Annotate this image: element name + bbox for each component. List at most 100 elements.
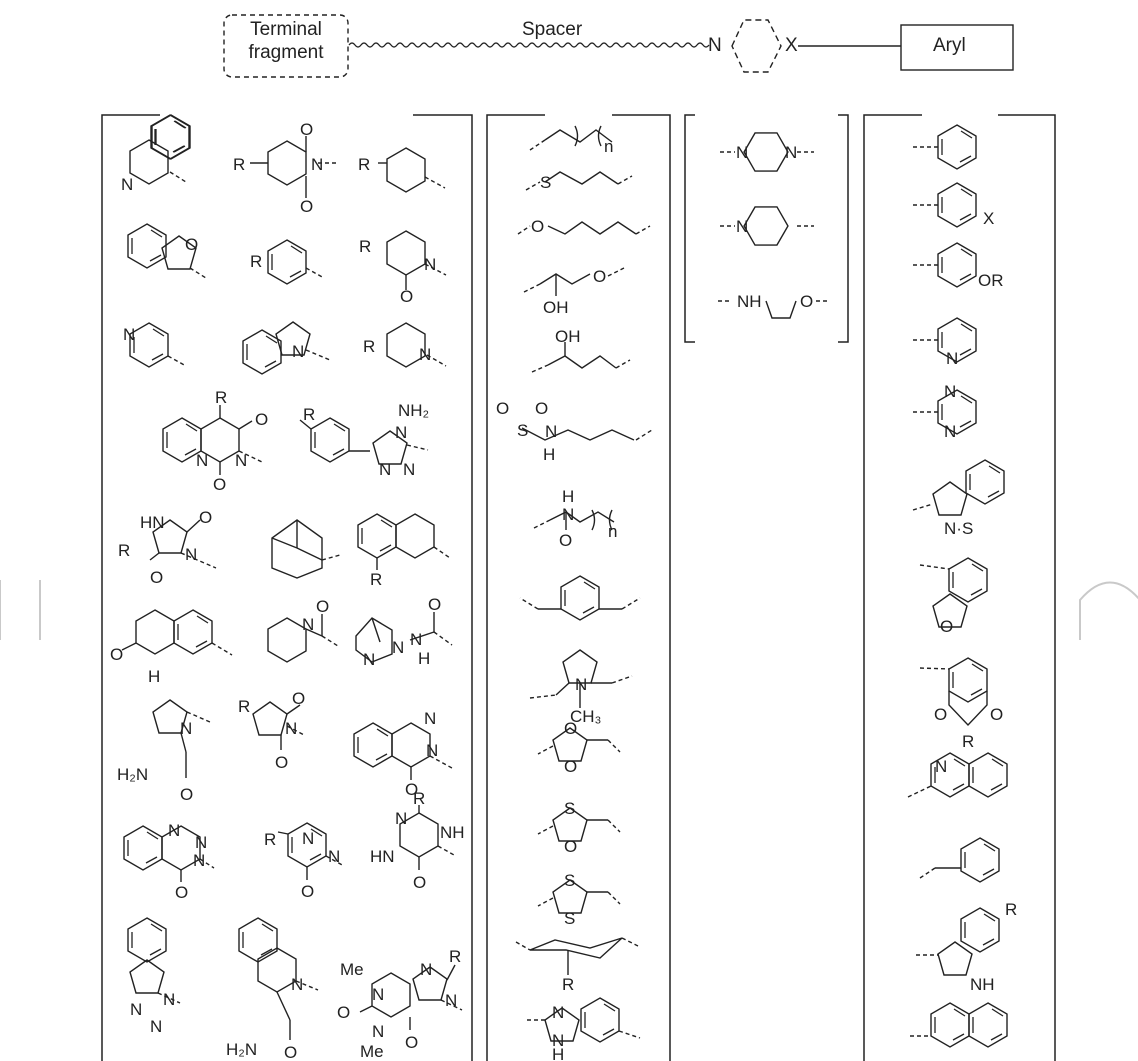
- atom-r: R: [358, 155, 370, 174]
- atom-r: R: [118, 541, 130, 560]
- atom-r: R: [215, 388, 227, 407]
- terminal-fragment-label: Terminal fragment: [224, 18, 348, 64]
- atom-oh: OH: [555, 327, 581, 346]
- ethylenediamine-linker: [765, 300, 797, 319]
- atom-n-s: N·S: [944, 519, 973, 538]
- atom-hn: HN: [140, 513, 165, 532]
- atom-x: X: [983, 209, 994, 228]
- atom-n: N: [395, 423, 407, 442]
- atom-o: O: [175, 883, 188, 902]
- benzodioxepine-aryl: [948, 657, 988, 703]
- atom-r: R: [1005, 900, 1017, 919]
- phenyl-aryl: [937, 124, 977, 170]
- alkoxyphenyl-aryl: [937, 242, 977, 288]
- atom-n: N: [168, 821, 180, 840]
- atom-n: N: [935, 757, 947, 776]
- atom-r: R: [250, 252, 262, 271]
- quinazolinone-structure: [353, 722, 393, 768]
- atom-o: O: [564, 837, 577, 856]
- central-ring-shape: [731, 19, 782, 73]
- atom-n: N: [562, 505, 574, 524]
- atom-n: N: [419, 345, 431, 364]
- aryl-column-frame: [863, 114, 1056, 1061]
- atom-n: N: [424, 709, 436, 728]
- atom-o: O: [531, 217, 544, 236]
- watermark: [0, 580, 1138, 640]
- atom-s: S: [564, 799, 575, 818]
- atom-o: O: [428, 595, 441, 614]
- atom-o: O: [199, 508, 212, 527]
- atom-r: R: [962, 732, 974, 751]
- hydroxybutyl-spacer: [547, 355, 617, 369]
- succinimide-structure: [252, 701, 288, 736]
- aminotriazole-structure: [310, 417, 350, 463]
- benzotriazole-structure: [127, 917, 167, 963]
- atom-n: N: [426, 741, 438, 760]
- atom-o: O: [496, 399, 509, 418]
- terminal-column-frame: [101, 114, 473, 1061]
- dihydroquinolinone-structure: [135, 609, 175, 655]
- benzisothiazole-aryl: [965, 459, 1005, 505]
- indolyl-structure: [242, 329, 282, 375]
- atom-n: N: [328, 847, 340, 866]
- atom-r: R: [359, 237, 371, 256]
- atom-n: N: [379, 460, 391, 479]
- atom-n: N: [392, 638, 404, 657]
- atom-n: N: [302, 829, 314, 848]
- atom-n: N: [163, 990, 175, 1009]
- r-phenyl-structure: [267, 239, 307, 285]
- atom-me: Me: [340, 960, 364, 979]
- atom-o: O: [150, 568, 163, 587]
- atom-o: O: [934, 705, 947, 724]
- benzotriazinone-structure: [123, 825, 163, 871]
- atom-n: N: [285, 719, 297, 738]
- atom-n: N: [545, 422, 557, 441]
- spacer-wavy-line: [348, 42, 710, 48]
- ether-chain-spacer: [547, 221, 637, 235]
- atom-n: N: [180, 719, 192, 738]
- atom-me: Me: [360, 1042, 384, 1061]
- atom-n: N: [372, 985, 384, 1004]
- atom-n: N: [130, 1000, 142, 1019]
- atom-o: O: [559, 531, 572, 550]
- sulfonamide-spacer: [521, 427, 635, 441]
- pyridyl-structure: [129, 322, 169, 368]
- atom-n-subscript: n: [604, 137, 613, 156]
- adamantyl-structure: [271, 519, 341, 579]
- aryl-label: Aryl: [933, 35, 966, 56]
- atom-n: N: [736, 217, 748, 236]
- atom-ch3: CH₃: [570, 707, 601, 726]
- atom-n: N: [185, 545, 197, 564]
- halophenyl-aryl: [937, 182, 977, 228]
- atom-o: O: [213, 475, 226, 494]
- atom-r: R: [562, 975, 574, 994]
- atom-o: O: [110, 645, 123, 664]
- atom-n-subscript: n: [608, 522, 617, 541]
- atom-nh: NH: [440, 823, 465, 842]
- atom-n: N: [445, 991, 457, 1010]
- atom-h2n: H₂N: [226, 1040, 257, 1059]
- atom-r: R: [238, 697, 250, 716]
- atom-n: N: [311, 155, 323, 174]
- atom-s: S: [540, 173, 551, 192]
- atom-o: O: [405, 1033, 418, 1052]
- atom-o: O: [564, 719, 577, 738]
- atom-r: R: [303, 405, 315, 424]
- atom-h2n: H₂N: [117, 765, 148, 784]
- atom-r: R: [370, 570, 382, 589]
- atom-n: N: [363, 650, 375, 669]
- hydroxypropyl-spacer: [539, 273, 591, 285]
- atom-s: S: [564, 909, 575, 928]
- atom-n: N: [193, 851, 205, 870]
- lactam-structure: [386, 230, 426, 276]
- atom-n: N: [575, 675, 587, 694]
- atom-n: N: [552, 1031, 564, 1050]
- piperidine-amide-structure: [267, 617, 307, 663]
- spacer-label: Spacer: [522, 19, 583, 40]
- atom-s: S: [517, 421, 528, 440]
- atom-h: H: [552, 1045, 564, 1061]
- atom-n: N: [123, 325, 135, 344]
- atom-n: N: [403, 460, 415, 479]
- aryl-box: [900, 24, 1014, 71]
